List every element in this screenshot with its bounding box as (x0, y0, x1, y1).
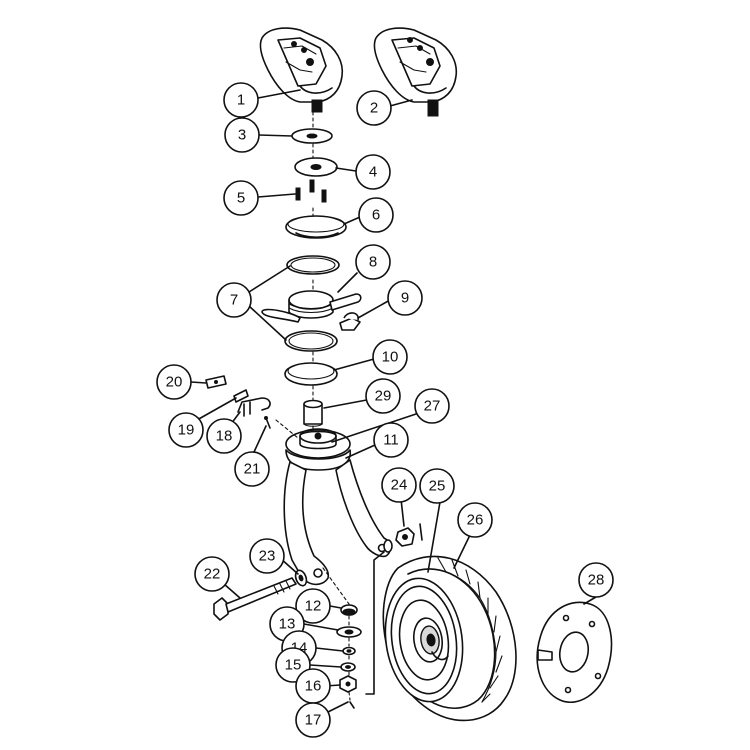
part-29-drawing (303, 399, 323, 427)
callout-label: 22 (204, 566, 221, 583)
part-24-drawing (383, 523, 423, 553)
callout-label: 3 (238, 127, 246, 144)
part-4-drawing (294, 157, 338, 177)
callout-22: 22 (194, 556, 230, 592)
callout-label: 7 (230, 292, 238, 309)
callout-label: 13 (279, 616, 296, 633)
assembly-guide-lines (275, 111, 385, 701)
part-13-drawing (336, 626, 362, 638)
part-3-drawing (291, 128, 333, 144)
callout-label: 1 (237, 92, 245, 109)
callout-label: 18 (216, 428, 233, 445)
callout-label: 25 (429, 478, 446, 495)
part-6-drawing (285, 215, 347, 239)
callout-label: 15 (285, 657, 302, 674)
callout-label: 12 (305, 598, 322, 615)
part-10-drawing (284, 362, 338, 386)
callout-label: 21 (244, 461, 261, 478)
callout-10: 10 (372, 339, 408, 375)
callout-label: 8 (369, 254, 377, 271)
callout-label: 20 (166, 374, 183, 391)
part-2-drawing (373, 27, 458, 117)
callout-26: 26 (457, 502, 493, 538)
callout-2: 2 (356, 90, 392, 126)
part-18-drawing (237, 397, 271, 417)
callout-8: 8 (355, 244, 391, 280)
callout-17: 17 (295, 702, 331, 738)
callout-label: 26 (467, 512, 484, 529)
callout-label: 28 (588, 572, 605, 589)
callout-23: 23 (249, 538, 285, 574)
callout-11: 11 (373, 422, 409, 458)
callout-label: 17 (305, 712, 322, 729)
part-17-drawing (349, 701, 355, 709)
part-25-drawing (384, 577, 464, 703)
callout-27: 27 (414, 388, 450, 424)
part-20-drawing (205, 375, 227, 389)
part-7-drawing (284, 255, 340, 352)
callout-12: 12 (295, 588, 331, 624)
part-12-drawing (340, 604, 358, 616)
callout-20: 20 (156, 364, 192, 400)
callout-label: 24 (391, 477, 408, 494)
callout-label: 16 (305, 678, 322, 695)
callout-label: 2 (370, 100, 378, 117)
callout-label: 6 (372, 207, 380, 224)
callout-3: 3 (224, 117, 260, 153)
callout-label: 5 (237, 190, 245, 207)
callout-label: 19 (178, 422, 195, 439)
callout-9: 9 (387, 280, 423, 316)
callout-6: 6 (358, 197, 394, 233)
part-5-drawing (295, 179, 327, 203)
part-19-drawing (233, 389, 249, 403)
part-1-drawing (259, 27, 344, 113)
part-8-drawing (261, 290, 362, 323)
callout-21: 21 (234, 451, 270, 487)
part-16-drawing (339, 675, 357, 693)
part-14-drawing (342, 646, 356, 656)
part-22-drawing (213, 577, 297, 621)
part-9-drawing (339, 312, 361, 331)
callout-19: 19 (168, 412, 204, 448)
callout-4: 4 (355, 154, 391, 190)
callout-label: 23 (259, 548, 276, 565)
leader-lines (190, 89, 597, 713)
part-15-drawing (340, 662, 356, 672)
callout-7: 7 (216, 282, 252, 318)
callout-18: 18 (206, 418, 242, 454)
callouts: 1 2 3 4 5 6 7 8 (156, 82, 614, 738)
callout-25: 25 (419, 468, 455, 504)
part-11-drawing (283, 428, 392, 586)
callout-28: 28 (578, 562, 614, 598)
callout-1: 1 (223, 82, 259, 118)
callout-label: 27 (424, 398, 441, 415)
part-28-drawing (536, 601, 613, 703)
callout-label: 4 (369, 164, 377, 181)
callout-24: 24 (381, 467, 417, 503)
part-21-drawing (264, 416, 271, 429)
callout-label: 29 (375, 388, 392, 405)
callout-label: 10 (382, 349, 399, 366)
callout-label: 11 (383, 432, 399, 449)
callout-5: 5 (223, 180, 259, 216)
callout-29: 29 (365, 378, 401, 414)
callout-16: 16 (295, 668, 331, 704)
callout-label: 9 (401, 290, 409, 307)
